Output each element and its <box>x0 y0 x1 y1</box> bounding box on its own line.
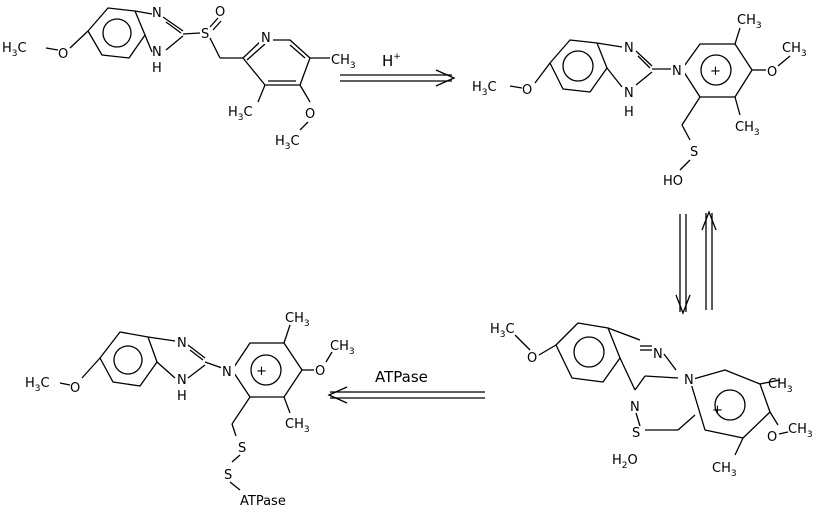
methoxy-right-o: O <box>767 65 777 80</box>
imidazole-n: N <box>152 6 162 21</box>
disulfide-s1: S <box>238 441 246 456</box>
pyridine-methoxy-o: O <box>305 107 315 122</box>
methoxy-h3c: H3C <box>490 322 515 340</box>
imidazole-nh: N <box>177 373 187 388</box>
molecule-sulfenic-acid: N N H O H3C N + CH3 O CH3 CH3 S HO <box>472 13 807 189</box>
imidazole-nh: N <box>152 45 162 60</box>
imidazole-h: H <box>177 389 187 404</box>
ch3-lower: CH3 <box>735 120 760 138</box>
pyridine-h3c-lower: H3C <box>228 105 253 123</box>
methoxy-h3c: H3C <box>25 376 50 394</box>
pyridinium-charge: + <box>256 364 267 379</box>
methoxy-o: O <box>58 47 68 62</box>
ch3-lower: CH3 <box>285 417 310 435</box>
sulfenic-ho: HO <box>663 174 683 189</box>
arrow-acid: H+ <box>340 52 456 87</box>
methoxy-right-ch3: CH3 <box>330 339 355 357</box>
methoxy-h3c: H3C <box>2 41 27 59</box>
imidazole-n: N <box>177 336 187 351</box>
pyridine-ch3-right: CH3 <box>331 53 356 71</box>
pyridinium-n: N <box>672 64 682 79</box>
condition-atpase: ATPase <box>375 368 428 386</box>
methoxy-o: O <box>522 83 532 98</box>
imidazole-h: H <box>624 105 634 120</box>
sulfenamide-s: S <box>632 426 640 441</box>
ch3-top: CH3 <box>768 377 793 395</box>
sulfenamide-n: N <box>630 400 640 415</box>
methoxy-o: O <box>527 351 537 366</box>
methoxy-right-ch3: CH3 <box>788 422 813 440</box>
pyridinium-n: N <box>684 373 694 388</box>
pyridinium-charge: + <box>712 403 723 418</box>
methoxy-h3c: H3C <box>472 80 497 98</box>
arrow-atpase: ATPase <box>327 368 485 404</box>
methoxy-right-ch3: CH3 <box>782 41 807 59</box>
arrow-equilibrium <box>675 210 717 315</box>
molecule-omeprazole: N N H O H3C S O N CH3 H3C O H3C <box>2 5 356 152</box>
imidazole-h: H <box>152 61 162 76</box>
molecule-sulfenamide: H3C O N N S N + CH3 O CH3 <box>490 322 813 479</box>
methoxy-right-o: O <box>767 430 777 445</box>
disulfide-s2: S <box>224 468 232 483</box>
imidazole-nh: N <box>624 86 634 101</box>
imidazole-n: N <box>624 41 634 56</box>
ch3-top: CH3 <box>285 311 310 329</box>
pyridine-methoxy-h3c: H3C <box>275 134 300 152</box>
pyridine-n: N <box>261 31 271 46</box>
molecule-disulfide-complex: N N H O H3C N + CH3 O CH3 CH3 S S <box>25 311 355 509</box>
methoxy-right-o: O <box>315 364 325 379</box>
sulfoxide-o: O <box>215 5 225 20</box>
ch3-top: CH3 <box>737 13 762 31</box>
pyridinium-charge: + <box>710 64 721 79</box>
water-label: H2O <box>612 453 638 471</box>
sulfoxide-s: S <box>201 27 209 42</box>
atpase-label: ATPase <box>240 494 286 509</box>
condition-acid: H+ <box>382 52 401 70</box>
sulfenic-s: S <box>690 145 698 160</box>
ch3-bottom: CH3 <box>712 461 737 479</box>
pyridinium-n: N <box>222 365 232 380</box>
imidazole-n: N <box>653 347 663 362</box>
methoxy-o: O <box>70 381 80 396</box>
